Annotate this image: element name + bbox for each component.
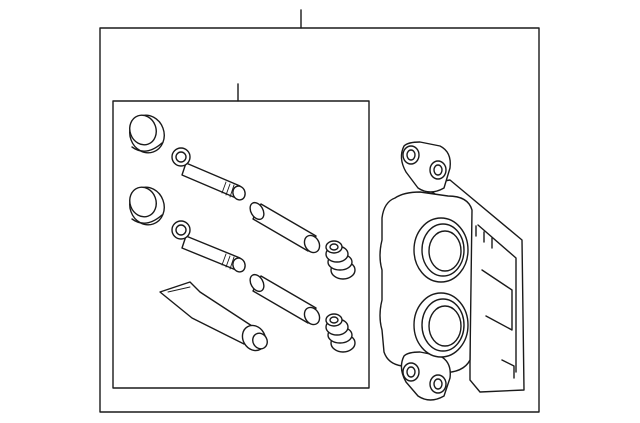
pin-boot-lower [325, 313, 356, 353]
assembly-frame [99, 27, 540, 413]
assembly-callout [99, 9, 540, 413]
pin-sleeve-upper [249, 201, 321, 254]
caliper-housing [379, 141, 525, 401]
hardware-kit-callout [112, 83, 370, 389]
guide-pin-upper [171, 147, 246, 201]
guide-pin-lower [171, 220, 246, 273]
pin-boot-upper [325, 240, 356, 280]
dust-boot-lower [129, 186, 165, 226]
pin-sleeve-lower [249, 273, 321, 326]
grease-tube [159, 281, 268, 352]
hardware-kit-frame [112, 100, 370, 389]
dust-boot-upper [129, 114, 165, 154]
